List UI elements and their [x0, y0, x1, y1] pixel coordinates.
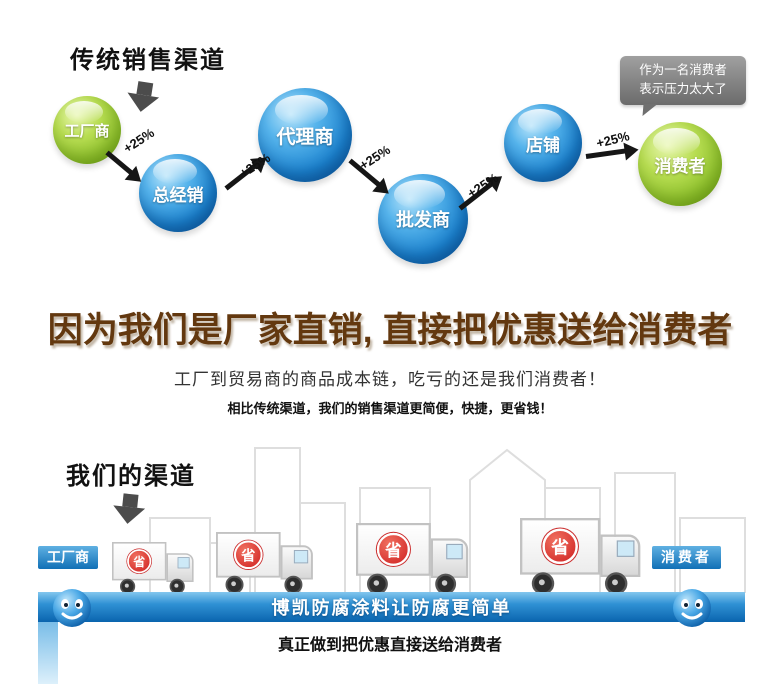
channel-road-banner: 博凯防腐涂料让防腐更简单 — [38, 592, 745, 622]
advantage-subline: 相比传统渠道，我们的销售渠道更简便，快捷，更省钱！ — [227, 401, 553, 416]
node-general-distributor: 总经销 — [139, 154, 217, 232]
smiley-icon — [673, 589, 711, 627]
increase-rate-label: +25% — [464, 170, 501, 201]
node-agent: 代理商 — [258, 88, 352, 182]
direct-sale-headline: 因为我们是厂家直销, 直接把优惠送给消费者 — [47, 311, 733, 350]
node-wholesaler: 批发商 — [378, 174, 468, 264]
consumer-speech-bubble: 作为一名消费者 表示压力太大了 — [620, 56, 746, 105]
our-channel-title: 我们的渠道 — [66, 463, 196, 490]
delivery-truck: 省 — [356, 523, 470, 595]
consumer-tag: 消费者 — [652, 546, 721, 569]
bubble-line-2: 表示压力太大了 — [639, 82, 727, 97]
increase-rate-label: +25% — [120, 125, 157, 156]
node-consumer: 消费者 — [638, 122, 722, 206]
save-badge-icon: 省 — [127, 549, 152, 574]
flow-arrow-icon — [585, 148, 626, 159]
factory-tag: 工厂商 — [38, 546, 98, 569]
truck-window — [177, 557, 190, 569]
save-badge-icon: 省 — [542, 528, 578, 565]
truck-cab — [166, 553, 194, 582]
save-badge-icon: 省 — [376, 532, 410, 566]
truck-cab — [600, 534, 641, 577]
smiley-icon — [53, 589, 91, 627]
truck-wheel — [225, 575, 244, 594]
node-factory: 工厂商 — [53, 96, 121, 164]
truck-cargo-box: 省 — [216, 532, 281, 578]
node-shop: 店铺 — [504, 104, 582, 182]
truck-cab — [430, 538, 469, 578]
truck-window — [446, 543, 463, 560]
brand-banner-text: 博凯防腐涂料让防腐更简单 — [271, 598, 512, 618]
cost-chain-subline: 工厂到贸易商的商品成本链，吃亏的还是我们消费者！ — [174, 370, 606, 389]
down-arrow-head — [124, 92, 160, 115]
truck-cargo-box: 省 — [520, 518, 601, 575]
truck-cargo-box: 省 — [356, 523, 431, 576]
increase-rate-label: +25% — [356, 142, 393, 173]
truck-window — [293, 550, 309, 564]
truck-cab — [280, 545, 313, 580]
truck-cargo-box: 省 — [112, 542, 167, 581]
down-arrow-icon — [124, 80, 161, 115]
save-badge-icon: 省 — [234, 540, 263, 570]
delivery-truck: 省 — [216, 532, 315, 594]
ribbon-end — [38, 622, 58, 684]
truck-window — [616, 540, 635, 557]
delivery-truck: 省 — [112, 542, 195, 594]
traditional-channel-title: 传统销售渠道 — [70, 47, 226, 74]
bubble-line-1: 作为一名消费者 — [639, 63, 727, 77]
delivery-truck: 省 — [520, 518, 643, 595]
bottom-caption: 真正做到把优惠直接送给消费者 — [277, 637, 502, 654]
